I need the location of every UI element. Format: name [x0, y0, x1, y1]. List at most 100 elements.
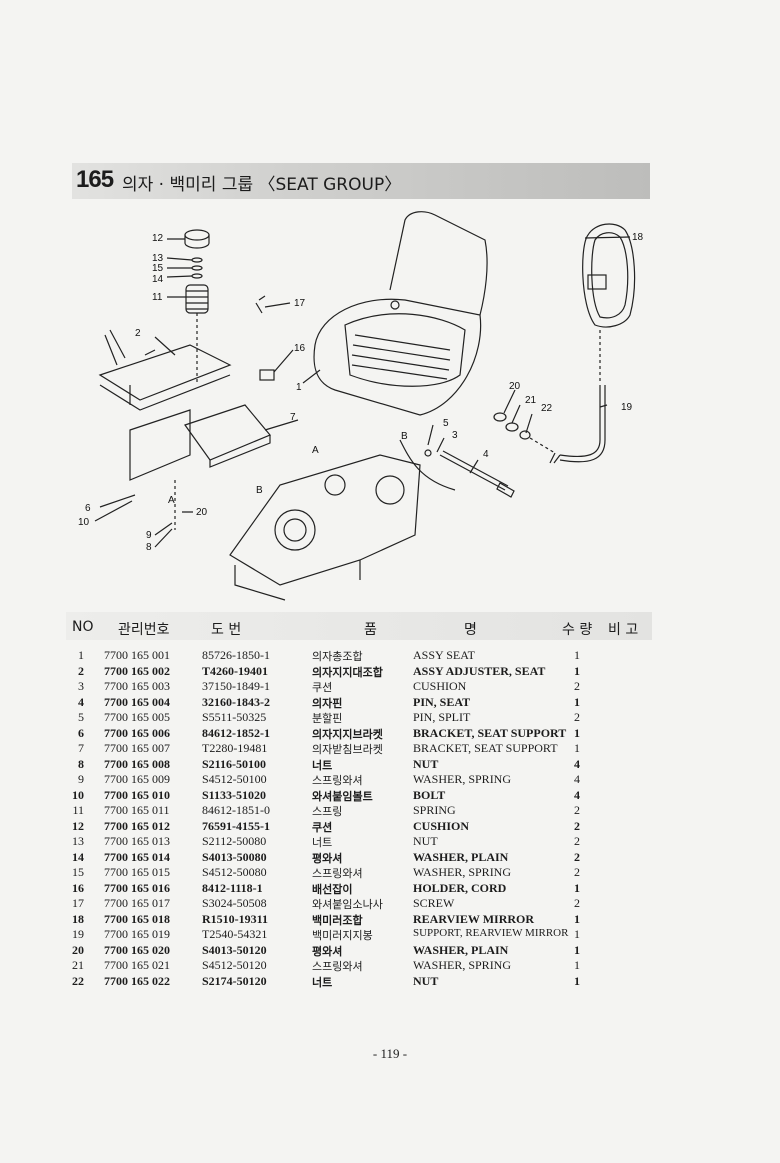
- row-part: S4512-50120: [202, 958, 267, 972]
- page-number: - 119 -: [372, 1046, 408, 1061]
- row-part: 37150-1849-1: [202, 679, 270, 693]
- row-qty: 2: [574, 818, 580, 833]
- ref-a-lower: A: [168, 495, 175, 506]
- row-kor: 배선잡이: [312, 882, 353, 896]
- row-code: 7700 165 014: [104, 849, 170, 864]
- row-qty: 2: [574, 834, 580, 848]
- row-kor: 의자핀: [312, 696, 343, 710]
- callout-20: 20: [509, 381, 521, 392]
- row-eng: NUT: [413, 756, 439, 771]
- row-code: 7700 165 018: [104, 911, 170, 926]
- row-kor: 평와셔: [312, 944, 343, 958]
- row-part: S5511-50325: [202, 710, 267, 724]
- row-eng: SUPPORT, REARVIEW MIRROR: [413, 927, 569, 939]
- row-eng: WASHER, PLAIN: [413, 942, 509, 957]
- row-eng: SPRING: [413, 803, 456, 817]
- row-no: 22: [72, 973, 84, 988]
- row-part: 84612-1851-0: [202, 803, 270, 817]
- callout-11: 11: [152, 292, 163, 303]
- row-qty: 1: [574, 973, 580, 988]
- row-kor: 스프링와셔: [312, 774, 363, 787]
- row-eng: NUT: [413, 973, 439, 988]
- callout-9: 9: [146, 530, 152, 541]
- row-kor: 의자지지브라켓: [312, 727, 383, 741]
- callout-1: 1: [296, 382, 302, 393]
- row-eng: NUT: [413, 834, 438, 848]
- row-kor: 너트: [312, 975, 333, 989]
- row-code: 7700 165 004: [104, 694, 170, 709]
- row-part: 76591-4155-1: [202, 818, 270, 833]
- callout-20b: 20: [196, 507, 208, 518]
- row-eng: BOLT: [413, 787, 446, 802]
- callout-8: 8: [146, 542, 152, 553]
- row-qty: 2: [574, 803, 580, 817]
- row-qty: 2: [574, 865, 580, 879]
- callout-5: 5: [443, 418, 449, 429]
- row-code: 7700 165 003: [104, 679, 170, 693]
- row-kor: 너트: [312, 836, 333, 849]
- row-code: 7700 165 009: [104, 772, 170, 786]
- row-code: 7700 165 020: [104, 942, 170, 957]
- row-qty: 4: [574, 787, 580, 802]
- row-no: 7: [78, 741, 84, 755]
- row-kor: 스프링와셔: [312, 867, 363, 880]
- callout-21: 21: [525, 395, 537, 406]
- row-eng: CUSHION: [413, 818, 470, 833]
- row-kor: 와셔붙임소나사: [312, 898, 383, 911]
- row-part: S4013-50080: [202, 849, 267, 864]
- col-no: NO: [72, 619, 94, 635]
- callout-18: 18: [632, 232, 644, 243]
- callout-15: 15: [152, 263, 164, 274]
- row-part: S1133-51020: [202, 787, 267, 802]
- row-kor: 의자총조합: [312, 650, 363, 663]
- callout-22: 22: [541, 403, 553, 414]
- row-kor: 너트: [312, 758, 333, 772]
- col-drawing: 도 번: [211, 622, 242, 638]
- row-code: 7700 165 008: [104, 756, 170, 771]
- callout-12: 12: [152, 233, 164, 244]
- row-no: 9: [78, 772, 84, 786]
- row-eng: REARVIEW MIRROR: [413, 911, 535, 926]
- row-eng: CUSHION: [413, 679, 467, 693]
- row-code: 7700 165 005: [104, 710, 170, 724]
- row-no: 17: [72, 896, 84, 910]
- row-code: 7700 165 016: [104, 880, 170, 895]
- parts-table-header: NO 관리번호 도 번 품 명 수 량 비 고: [66, 612, 652, 640]
- col-qty: 수 량: [562, 622, 593, 638]
- row-qty: 1: [574, 741, 580, 755]
- row-no: 5: [78, 710, 84, 724]
- col-name-left: 품: [364, 622, 377, 638]
- row-part: 8412-1118-1: [202, 880, 263, 895]
- row-part: S4512-50080: [202, 865, 267, 879]
- row-code: 7700 165 011: [104, 803, 170, 817]
- row-no: 21: [72, 958, 84, 972]
- row-kor: 백미러조합: [312, 913, 363, 927]
- row-part: S3024-50508: [202, 896, 267, 910]
- row-code: 7700 165 019: [104, 927, 170, 941]
- row-code: 7700 165 017: [104, 896, 170, 910]
- row-part: 32160-1843-2: [202, 694, 270, 709]
- row-qty: 1: [574, 958, 580, 972]
- row-eng: BRACKET, SEAT SUPPORT: [413, 725, 567, 740]
- row-no: 14: [72, 849, 84, 864]
- row-no: 18: [72, 911, 84, 926]
- row-part: T2280-19481: [202, 741, 268, 755]
- row-no: 2: [78, 663, 84, 678]
- row-qty: 1: [574, 663, 580, 678]
- row-kor: 와셔붙임볼트: [312, 789, 373, 803]
- row-part: S2116-50100: [202, 756, 267, 771]
